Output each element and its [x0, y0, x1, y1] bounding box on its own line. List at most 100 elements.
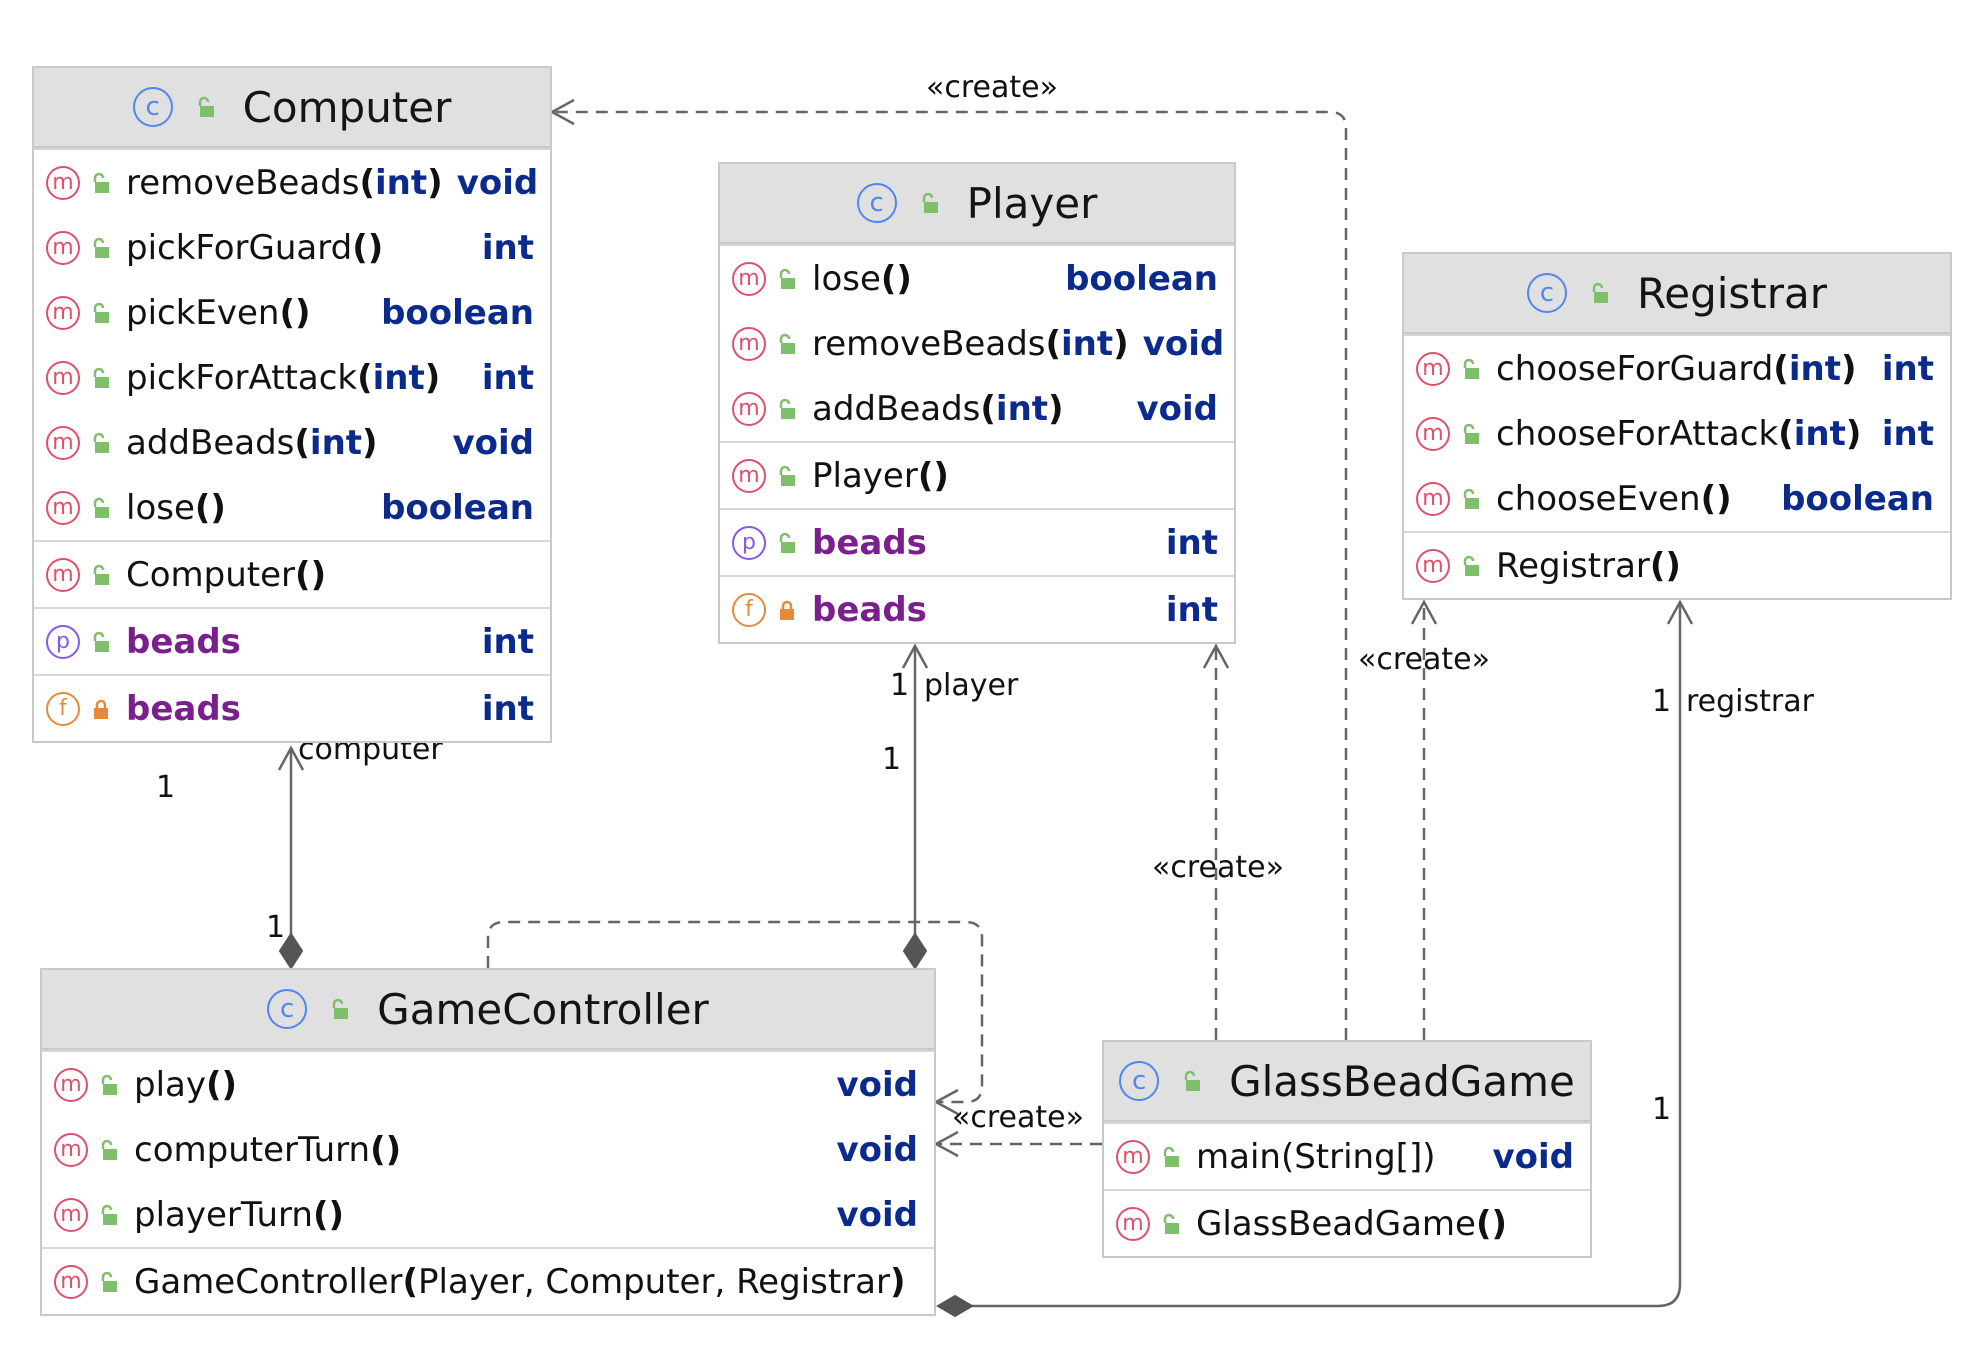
method-icon: m	[732, 458, 766, 493]
return-type: int	[1881, 348, 1934, 389]
class-icon: c	[132, 87, 173, 127]
class-header[interactable]: c GameController	[42, 970, 934, 1050]
class-icon: c	[1526, 273, 1567, 313]
lock-icon	[94, 699, 108, 719]
property-icon: p	[46, 624, 80, 659]
method-icon: m	[732, 261, 766, 296]
arrowhead-self-loop	[933, 1088, 959, 1116]
method-signature: removeBeads(int)	[126, 162, 443, 203]
method-icon: m	[46, 230, 80, 265]
method-icon: m	[54, 1067, 88, 1102]
return-type: int	[481, 227, 534, 268]
unlocked-icon	[93, 302, 109, 323]
label-create-registrar: «create»	[1358, 642, 1490, 677]
constructor-signature: Registrar()	[1496, 545, 1681, 586]
unlocked-icon	[101, 1074, 117, 1095]
unlocked-icon	[1463, 423, 1479, 444]
unlocked-icon	[93, 172, 109, 193]
unlocked-icon	[1163, 1213, 1179, 1234]
class-header[interactable]: c GlassBeadGame	[1104, 1042, 1590, 1122]
unlocked-icon	[93, 237, 109, 258]
unlocked-icon	[93, 631, 109, 652]
constructors-section: m Player()	[720, 441, 1234, 508]
label-computer-mult-top: 1	[156, 770, 176, 805]
return-type: void	[836, 1064, 918, 1105]
label-create-computer: «create»	[926, 70, 1058, 105]
method-row[interactable]: m lose() boolean	[720, 246, 1234, 311]
field-icon: f	[46, 691, 80, 726]
method-signature: chooseForAttack(int)	[1496, 413, 1862, 454]
class-header[interactable]: c Player	[720, 164, 1234, 244]
arrowhead-registrar	[1410, 599, 1438, 625]
class-header[interactable]: c Computer	[34, 68, 550, 148]
method-signature: addBeads(int)	[812, 388, 1064, 429]
unlocked-icon	[779, 333, 795, 354]
return-type: void	[452, 422, 534, 463]
label-create-player: «create»	[1152, 850, 1284, 885]
diamond-player	[902, 932, 928, 970]
class-name: GameController	[377, 984, 709, 1034]
unlocked-icon	[779, 268, 795, 289]
unlocked-icon	[101, 1204, 117, 1225]
constructor-row[interactable]: m Player()	[720, 443, 1234, 508]
method-icon: m	[46, 557, 80, 592]
method-signature: pickForGuard()	[126, 227, 384, 268]
class-name: Player	[966, 178, 1098, 228]
class-header[interactable]: c Registrar	[1404, 254, 1950, 334]
method-icon: m	[732, 326, 766, 361]
return-type: boolean	[1065, 258, 1218, 299]
method-row[interactable]: m pickForGuard() int	[34, 215, 550, 280]
arrowhead-comp-computer	[277, 745, 305, 771]
unlocked-icon	[779, 398, 795, 419]
class-icon: c	[1119, 1061, 1160, 1101]
label-registrar-mult-bottom: 1	[1652, 1092, 1672, 1127]
composition-edge-registrar	[958, 602, 1682, 1308]
unlocked-icon	[922, 192, 938, 213]
method-signature: lose()	[812, 258, 912, 299]
property-icon: p	[732, 525, 766, 560]
method-icon: m	[732, 391, 766, 426]
return-type: void	[1492, 1136, 1574, 1177]
diamond-registrar	[936, 1294, 974, 1318]
class-name: Registrar	[1636, 268, 1828, 318]
constructor-signature: Player()	[812, 455, 949, 496]
property-name: beads	[812, 522, 927, 563]
unlocked-icon	[1463, 488, 1479, 509]
property-type: int	[481, 621, 534, 662]
